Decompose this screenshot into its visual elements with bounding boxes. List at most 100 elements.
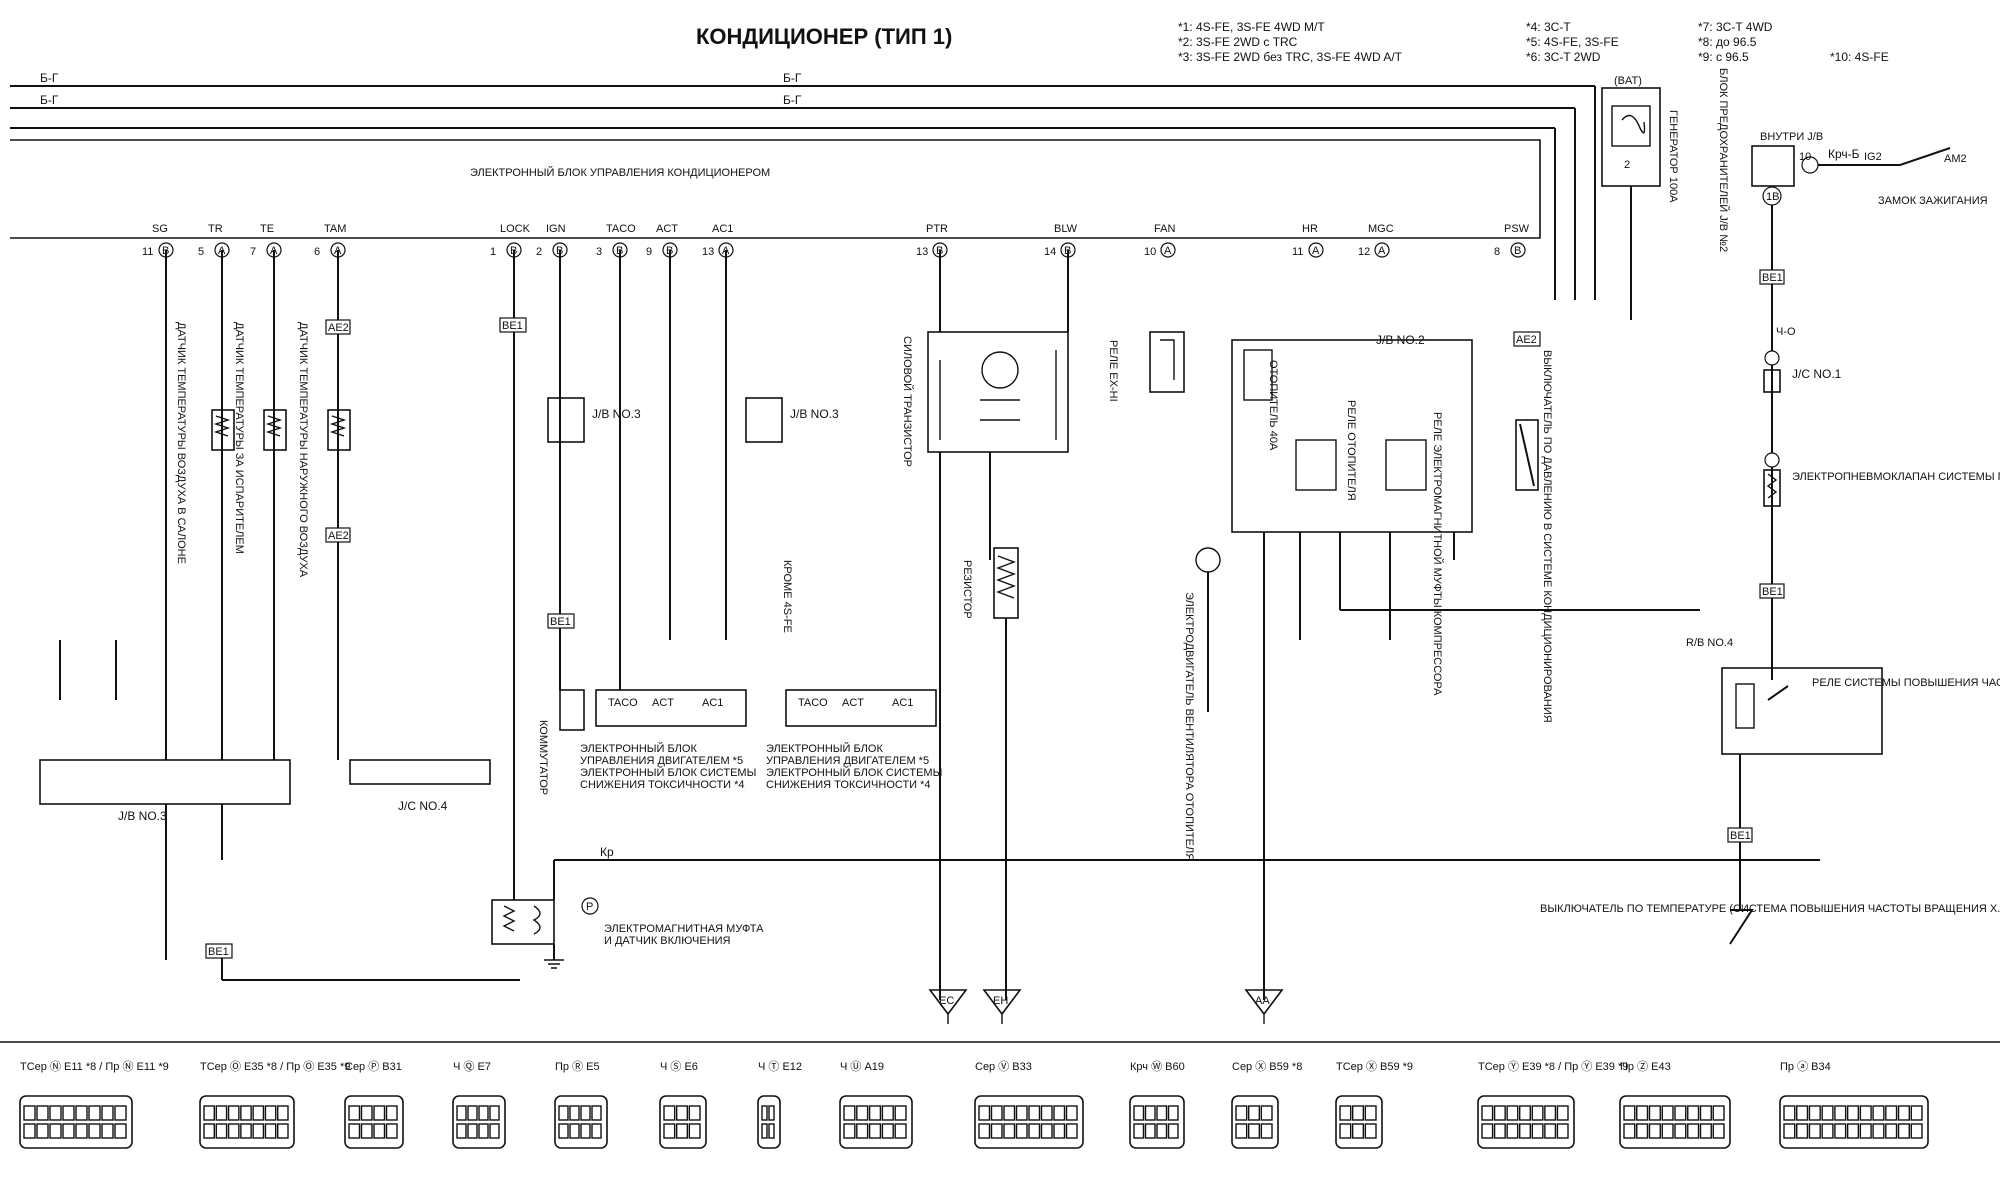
ecm2-l1: ЭЛЕКТРОННЫЙ БЛОК	[766, 742, 883, 755]
ecm1-taco: TACO	[608, 697, 638, 709]
ecm1-ac1: AC1	[702, 697, 723, 709]
note-2: *2: 3S-FE 2WD с TRC	[1178, 35, 1298, 49]
connector-6: Ч Ⓢ E6	[659, 1060, 707, 1149]
connector-9: Сер Ⓥ B33	[974, 1060, 1084, 1149]
jb2-label: J/B NO.2	[1376, 333, 1425, 347]
power-bus: Б-Г Б-Г Б-Г Б-Г	[10, 71, 1596, 300]
ecu-pin-number: 2	[536, 246, 542, 258]
ecm2-l4: СНИЖЕНИЯ ТОКСИЧНОСТИ *4	[766, 779, 931, 791]
connector-code: Сер Ⓟ B31	[345, 1060, 402, 1073]
ign-switch-label: ЗАМОК ЗАЖИГАНИЯ	[1878, 195, 1988, 207]
ecm1-act: ACT	[652, 697, 674, 709]
ground-label: EH	[993, 995, 1008, 1007]
ecu-pin-number: 6	[314, 246, 320, 258]
connector-12: ТСер Ⓧ B59 *9	[1335, 1060, 1413, 1149]
clutch-sensor-l2: И ДАТЧИК ВКЛЮЧЕНИЯ	[604, 935, 731, 947]
bat-label: (BAT)	[1614, 75, 1642, 87]
sensor-cabin-label: ДАТЧИК ТЕМПЕРАТУРЫ ВОЗДУХА В САЛОНЕ	[175, 322, 187, 564]
note-1: *1: 4S-FE, 3S-FE 4WD M/T	[1178, 20, 1325, 34]
ecu-pin-name: LOCK	[500, 223, 531, 235]
svg-text:BE1: BE1	[1762, 586, 1783, 598]
clutch-relay-label: РЕЛЕ ЭЛЕКТРОМАГНИТНОЙ МУФТЫ КОМПРЕССОРА	[1431, 412, 1444, 696]
svg-text:P: P	[586, 901, 593, 913]
temp-sw-label: ВЫКЛЮЧАТЕЛЬ ПО ТЕМПЕРАТУРЕ (СИСТЕМА ПОВЫ…	[1540, 903, 2000, 915]
jc1-label: J/C NO.1	[1792, 367, 1842, 381]
note-10: *10: 4S-FE	[1830, 50, 1889, 64]
svg-text:AE2: AE2	[1516, 334, 1537, 346]
connector-1: ТСер Ⓝ E11 *8 / Пр Ⓝ E11 *9	[19, 1060, 169, 1149]
ecu-pin-connector: A	[1378, 245, 1386, 257]
ecu-pin-name: TE	[260, 223, 274, 235]
connector-code: Ч Ⓢ E6	[660, 1060, 698, 1073]
connector-13: ТСер Ⓨ E39 *8 / Пр Ⓨ E39 *9	[1477, 1060, 1628, 1149]
connector-5: Пр Ⓡ E5	[554, 1060, 608, 1149]
ecu-pin-number: 11	[142, 246, 153, 258]
clutch-sensor-l1: ЭЛЕКТРОМАГНИТНАЯ МУФТА	[604, 923, 764, 935]
ecu-pin-number: 1	[490, 246, 496, 258]
heater-relay-label: РЕЛЕ ОТОПИТЕЛЯ	[1345, 400, 1357, 501]
connector-8: Ч Ⓤ A19	[839, 1060, 913, 1149]
ecu-pin-number: 9	[646, 246, 652, 258]
jb2-block: J/B NO.2 ОТОПИТЕЛЬ 40А РЕЛЕ ОТОПИТЕЛЯ РЕ…	[1231, 333, 1700, 1000]
ecm2-ac1: AC1	[892, 697, 913, 709]
connector-code: Крч Ⓦ B60	[1130, 1060, 1185, 1073]
connector-11: Сер Ⓧ B59 *8	[1231, 1060, 1302, 1149]
resistor-relay: РЕЗИСТОР РЕЛЕ EX-HI ЭЛЕКТРОДВИГАТЕЛЬ ВЕН…	[961, 331, 1221, 1000]
gen-label: ГЕНЕРАТОР 100А	[1667, 110, 1679, 203]
vsv-label: ЭЛЕКТРОПНЕВМОКЛАПАН СИСТЕМЫ ПОВЫШЕНИЯ ЧА…	[1792, 471, 2000, 483]
ignition-switch: ВНУТРИ J/B 10 Крч-Б IG2 AM2 ЗАМОК ЗАЖИГА…	[1751, 131, 1988, 680]
press-sw-label: ВЫКЛЮЧАТЕЛЬ ПО ДАВЛЕНИЮ В СИСТЕМЕ КОНДИЦ…	[1541, 350, 1553, 723]
ac-ecu-box: ЭЛЕКТРОННЫЙ БЛОК УПРАВЛЕНИЯ КОНДИЦИОНЕРО…	[10, 139, 1541, 239]
connector-4: Ч Ⓠ E7	[452, 1060, 506, 1149]
relay-exhi-label: РЕЛЕ EX-HI	[1107, 340, 1119, 402]
svg-text:BE1: BE1	[1730, 830, 1751, 842]
ecu-pin-name: ACT	[656, 223, 678, 235]
ecu-pin-name: FAN	[1154, 223, 1175, 235]
notes-block: *1: 4S-FE, 3S-FE 4WD M/T *2: 3S-FE 2WD с…	[1178, 20, 1889, 64]
ecu-pin-number: 13	[702, 246, 714, 258]
ecm1-l2: УПРАВЛЕНИЯ ДВИГАТЕЛЕМ *5	[580, 755, 743, 767]
connector-3: Сер Ⓟ B31	[344, 1060, 404, 1149]
fuse-block-label: БЛОК ПРЕДОХРАНИТЕЛЕЙ J/B №2	[1717, 68, 1730, 252]
krch-b-label: Крч-Б	[1828, 147, 1860, 161]
connector-15: Пр ⓐ B34	[1779, 1060, 1929, 1149]
power-transistor: СИЛОВОЙ ТРАНЗИСТОР	[901, 250, 1069, 1000]
svg-text:BE1: BE1	[1762, 272, 1783, 284]
jb3-left-label: J/B NO.3	[592, 407, 641, 421]
am2-label: AM2	[1944, 153, 1967, 165]
temp-sensors: ДАТЧИК ТЕМПЕРАТУРЫ ВОЗДУХА В САЛОНЕ ДАТЧ…	[59, 250, 351, 760]
connector-code: ТСер Ⓨ E39 *8 / Пр Ⓨ E39 *9	[1478, 1060, 1628, 1073]
connector-code: Пр Ⓡ E5	[555, 1060, 600, 1073]
magnetic-clutch: Кр P ЭЛЕКТРОМАГНИТНАЯ МУФТА И ДАТЧИК ВКЛ…	[491, 845, 1820, 969]
svg-text:BE1: BE1	[208, 946, 229, 958]
bus-label-1: Б-Г	[40, 71, 59, 85]
note-5: *5: 4S-FE, 3S-FE	[1526, 35, 1619, 49]
ecm1-l4: СНИЖЕНИЯ ТОКСИЧНОСТИ *4	[580, 779, 745, 791]
ground-ec: EC	[928, 989, 968, 1024]
ecu-pin-name: TACO	[606, 223, 636, 235]
bus-label-3: Б-Г	[783, 71, 802, 85]
ecu-pin-name: HR	[1302, 223, 1318, 235]
ecm2-l2: УПРАВЛЕНИЯ ДВИГАТЕЛЕМ *5	[766, 755, 929, 767]
ecu-pin-connector: B	[1514, 245, 1521, 257]
fuse-block: (BAT) 2 ГЕНЕРАТОР 100А БЛОК ПРЕДОХРАНИТЕ…	[1601, 68, 1730, 320]
ecu-pin-number: 8	[1494, 246, 1500, 258]
connector-code: Ч Ⓤ A19	[840, 1060, 884, 1073]
ecm1-l3: ЭЛЕКТРОННЫЙ БЛОК СИСТЕМЫ	[580, 766, 756, 779]
kromes-label: КРОМЕ 4S-FE	[781, 560, 793, 633]
power-tr-label: СИЛОВОЙ ТРАНЗИСТОР	[901, 336, 914, 467]
connector-code: Пр ⓐ B34	[1780, 1060, 1831, 1073]
